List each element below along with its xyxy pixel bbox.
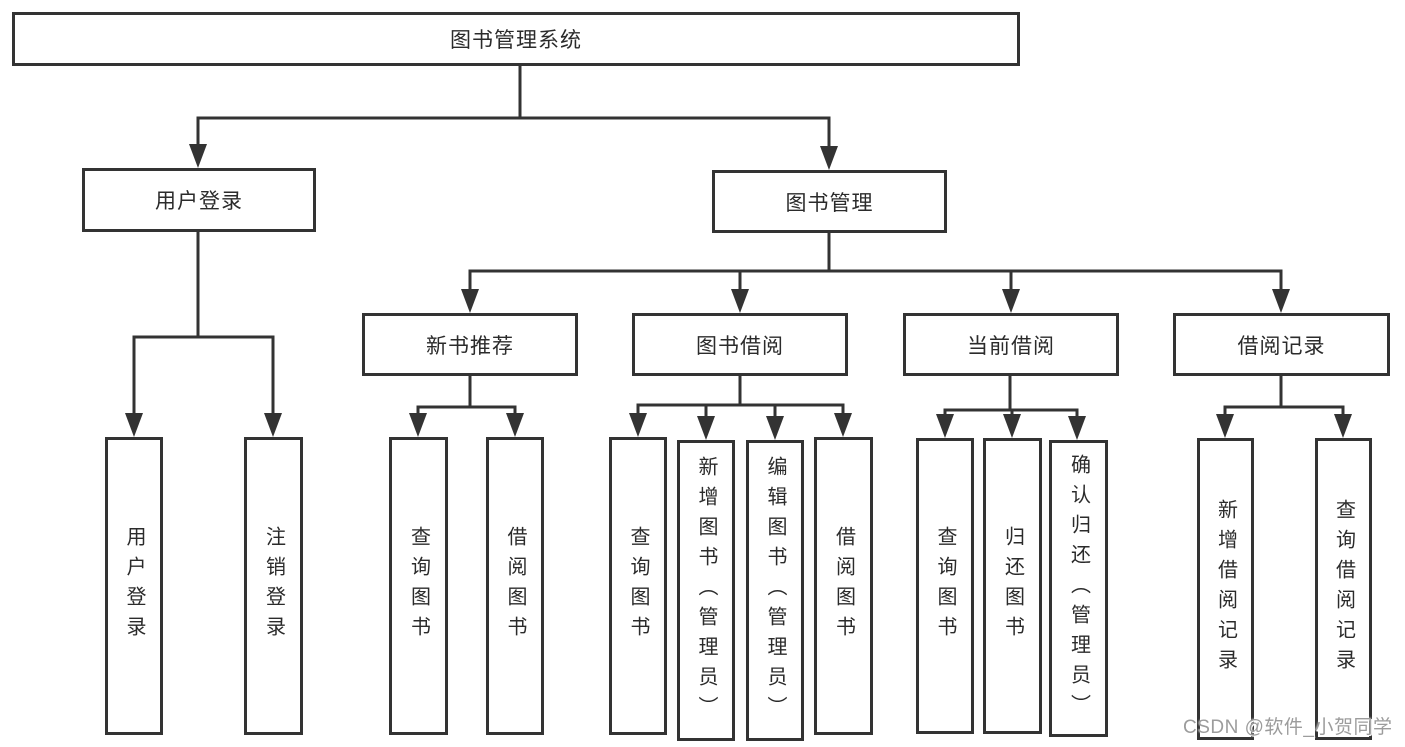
node-library-management-system: 图书管理系统 (12, 12, 1020, 66)
node-edit-books-admin: 编辑图书（管理员） (746, 440, 804, 741)
node-query-books-3: 查询图书 (916, 438, 974, 734)
node-label: 编辑图书（管理员） (764, 455, 786, 726)
node-label: 查询图书 (407, 526, 430, 646)
arrowheads (125, 144, 1352, 440)
node-borrow-books-2: 借阅图书 (814, 437, 873, 735)
node-label: 查询图书 (934, 526, 956, 646)
node-borrowing-records: 借阅记录 (1173, 313, 1390, 376)
node-label: 新书推荐 (426, 334, 514, 358)
node-label: 确认归还（管理员） (1067, 453, 1090, 724)
node-label: 新增图书（管理员） (695, 455, 717, 726)
node-label: 借阅记录 (1237, 334, 1326, 358)
node-return-books: 归还图书 (983, 438, 1042, 734)
node-label: 归还图书 (1001, 526, 1024, 646)
node-label: 当前借阅 (967, 334, 1055, 358)
csdn-watermark: CSDN @软件_小贺同学 (1183, 717, 1393, 738)
node-query-books-1: 查询图书 (389, 437, 448, 735)
node-label: 查询图书 (627, 526, 649, 646)
node-label: 图书借阅 (696, 334, 784, 358)
node-borrow-books-1: 借阅图书 (486, 437, 544, 735)
node-add-books-admin: 新增图书（管理员） (677, 440, 735, 741)
node-current-borrowing: 当前借阅 (903, 313, 1119, 376)
node-label: 新增借阅记录 (1214, 499, 1237, 679)
node-label: 注销登录 (262, 526, 285, 646)
node-new-book-recommend: 新书推荐 (362, 313, 578, 376)
node-book-management: 图书管理 (712, 170, 947, 233)
node-label: 图书管理 (785, 191, 874, 215)
node-label: 用户登录 (123, 526, 145, 646)
node-label: 借阅图书 (504, 526, 526, 646)
node-logout: 注销登录 (244, 437, 303, 735)
node-label: 用户登录 (155, 190, 243, 213)
node-label: 查询借阅记录 (1332, 499, 1355, 679)
node-user-login: 用户登录 (82, 168, 316, 232)
node-user-login-leaf: 用户登录 (105, 437, 163, 735)
node-label: 借阅图书 (832, 526, 855, 646)
node-label: 图书管理系统 (450, 29, 582, 52)
node-query-books-2: 查询图书 (609, 437, 667, 735)
node-confirm-return-admin: 确认归还（管理员） (1049, 440, 1108, 737)
node-book-borrowing: 图书借阅 (632, 313, 848, 376)
node-query-borrow-record: 查询借阅记录 (1315, 438, 1372, 740)
node-add-borrow-record: 新增借阅记录 (1197, 438, 1254, 740)
